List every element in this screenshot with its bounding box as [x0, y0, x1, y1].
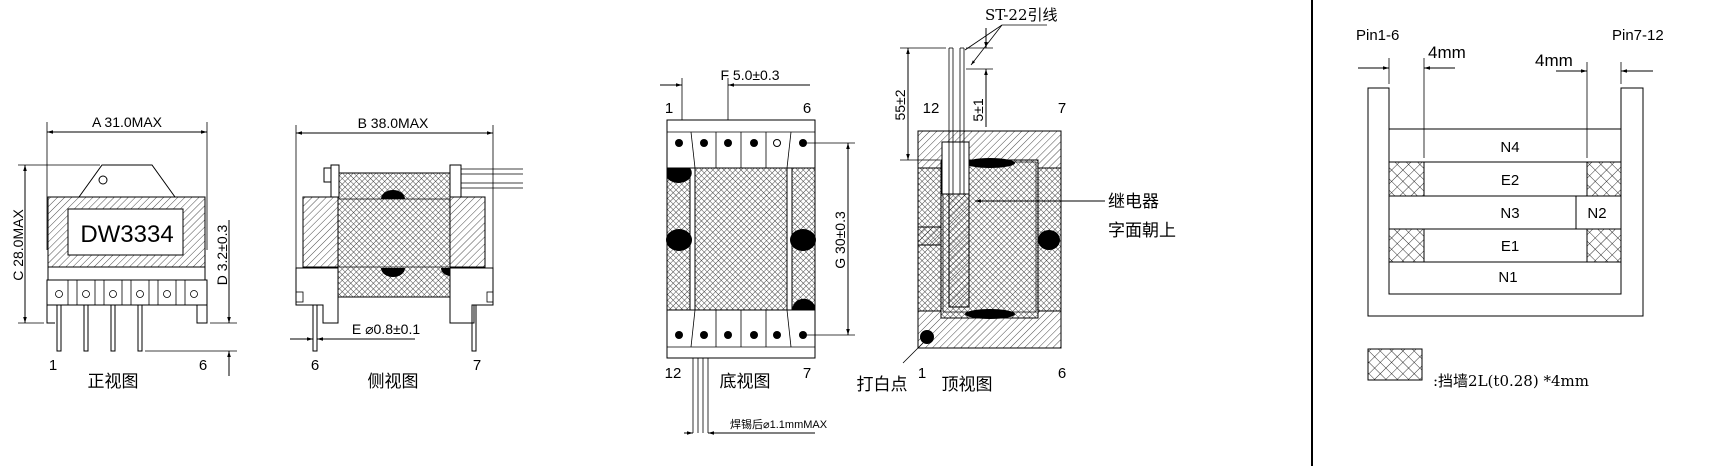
white-dot-note: 打白点	[857, 375, 908, 395]
pin-left-label: Pin1-6	[1356, 27, 1399, 44]
pins	[56, 304, 143, 352]
top-view: 55±2 5±1 ST-22引线 继电器 字面朝上 打白点 12 7 1 6 顶…	[857, 6, 1177, 395]
relay	[948, 193, 970, 308]
top-view-title: 顶视图	[942, 375, 993, 395]
layer-e1: E1	[1501, 238, 1519, 255]
relay-note-2: 字面朝上	[1108, 221, 1176, 241]
side-view: B 38.0MAX E ⌀0.8±0.1 6 7 侧视图	[290, 115, 523, 392]
lead-note: 焊锡后⌀1.1mmMAX	[730, 417, 828, 431]
dim-5-label: 5±1	[970, 98, 986, 121]
dim-g-label: G 30±0.3	[832, 211, 848, 269]
pin-6-label: 6	[199, 357, 207, 374]
front-view: A 31.0MAX C 28.0MAX DW3334 D 3.2±	[10, 114, 237, 392]
margin-tape	[1586, 228, 1622, 263]
legend-text: :挡墙2L(t0.28) *4mm	[1433, 372, 1589, 390]
bottom-view: F 5.0±0.3 G 30±0.3	[660, 67, 855, 435]
side-view-title: 侧视图	[368, 372, 419, 392]
part-number: DW3334	[80, 221, 173, 248]
pin-1-label: 1	[665, 100, 673, 117]
pin-1-label: 1	[918, 365, 926, 382]
layer-n4: N4	[1500, 139, 1519, 156]
pin-6-label: 6	[1058, 365, 1066, 382]
margin-left-label: 4mm	[1428, 43, 1466, 62]
leads	[461, 168, 523, 189]
relay-top	[941, 141, 970, 195]
dim-d-label: D 3.2±0.3	[214, 224, 230, 285]
margin-tape	[1586, 161, 1622, 197]
pin-12-label: 12	[923, 100, 940, 117]
dim-c-label: C 28.0MAX	[10, 209, 26, 281]
dim-a-label: A 31.0MAX	[92, 114, 163, 130]
dim-f-label: F 5.0±0.3	[720, 67, 779, 83]
layer-e2: E2	[1501, 172, 1519, 189]
pin-1-label: 1	[49, 357, 57, 374]
pin-7-label: 7	[803, 365, 811, 382]
winding-diagram: Pin1-6 Pin7-12 4mm 4mm N4 E2 N3 N2 E1 N1…	[1356, 27, 1664, 390]
pin-6-label: 6	[311, 357, 319, 374]
lead-label: ST-22引线	[985, 6, 1058, 24]
layer-n1: N1	[1498, 269, 1517, 286]
legend-swatch	[1367, 348, 1423, 381]
label-plate	[67, 208, 184, 256]
relay-note-1: 继电器	[1108, 192, 1159, 212]
bottom-pins	[675, 139, 807, 339]
pin-base	[46, 279, 208, 306]
pin-12-label: 12	[665, 365, 682, 382]
bottom-view-title: 底视图	[720, 372, 771, 392]
layer-n2: N2	[1587, 205, 1606, 222]
margin-tape	[1388, 228, 1425, 263]
dim-e-label: E ⌀0.8±0.1	[352, 321, 420, 337]
pin-7-label: 7	[1058, 100, 1066, 117]
leads	[692, 358, 709, 433]
pin-right-label: Pin7-12	[1612, 27, 1664, 44]
leads	[948, 47, 965, 194]
pin-6-label: 6	[803, 100, 811, 117]
bobbin-outline	[1367, 87, 1644, 317]
margin-tape	[1388, 161, 1425, 197]
layer-n3: N3	[1500, 205, 1519, 222]
pin-7-label: 7	[473, 357, 481, 374]
mounting-tab	[78, 164, 176, 198]
dim-55-label: 55±2	[892, 89, 908, 120]
margin-right-label: 4mm	[1535, 51, 1573, 70]
front-view-title: 正视图	[88, 372, 139, 392]
dim-b-label: B 38.0MAX	[358, 115, 429, 131]
